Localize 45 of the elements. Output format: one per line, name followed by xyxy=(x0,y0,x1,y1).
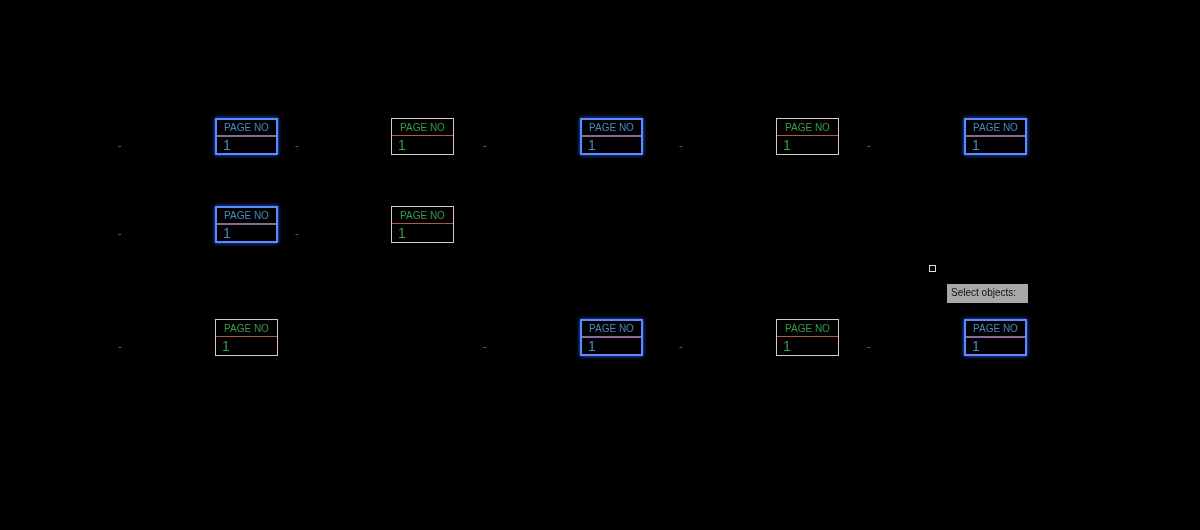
page-number-block xyxy=(215,118,278,155)
block-heading: PAGE NO xyxy=(589,122,634,133)
block-heading: PAGE NO xyxy=(400,209,445,221)
page-number: 1 xyxy=(223,225,231,241)
page-number-block xyxy=(964,118,1027,155)
page-number: 1 xyxy=(398,137,406,153)
page-number-block xyxy=(215,206,278,243)
dash-text: - xyxy=(118,140,122,151)
dash-text: - xyxy=(867,341,871,352)
page-number-block xyxy=(215,319,278,356)
page-number: 1 xyxy=(783,137,791,153)
block-heading: PAGE NO xyxy=(224,210,269,221)
dash-text: - xyxy=(679,140,683,151)
page-number-block xyxy=(776,319,839,356)
block-heading: PAGE NO xyxy=(400,121,445,133)
block-heading: PAGE NO xyxy=(224,322,269,334)
dash-text: - xyxy=(679,341,683,352)
page-number: 1 xyxy=(222,338,230,354)
block-heading: PAGE NO xyxy=(785,121,830,133)
page-number: 1 xyxy=(398,225,406,241)
page-number-block xyxy=(391,118,454,155)
dash-text: - xyxy=(295,140,299,151)
page-number: 1 xyxy=(588,338,596,354)
page-number-block xyxy=(580,118,643,155)
page-number-block xyxy=(580,319,643,356)
block-heading: PAGE NO xyxy=(973,323,1018,334)
page-number: 1 xyxy=(972,137,980,153)
block-heading: PAGE NO xyxy=(785,322,830,334)
dash-text: - xyxy=(867,140,871,151)
dash-text: - xyxy=(118,228,122,239)
page-number: 1 xyxy=(783,338,791,354)
page-number-block xyxy=(391,206,454,243)
dash-text: - xyxy=(483,140,487,151)
page-number: 1 xyxy=(588,137,596,153)
tooltip: Select objects: xyxy=(947,284,1028,303)
page-number: 1 xyxy=(972,338,980,354)
block-heading: PAGE NO xyxy=(973,122,1018,133)
page-number-block xyxy=(776,118,839,155)
dash-text: - xyxy=(118,341,122,352)
block-heading: PAGE NO xyxy=(589,323,634,334)
block-heading: PAGE NO xyxy=(224,122,269,133)
dash-text: - xyxy=(295,228,299,239)
dash-text: - xyxy=(483,341,487,352)
page-number-block xyxy=(964,319,1027,356)
page-number: 1 xyxy=(223,137,231,153)
